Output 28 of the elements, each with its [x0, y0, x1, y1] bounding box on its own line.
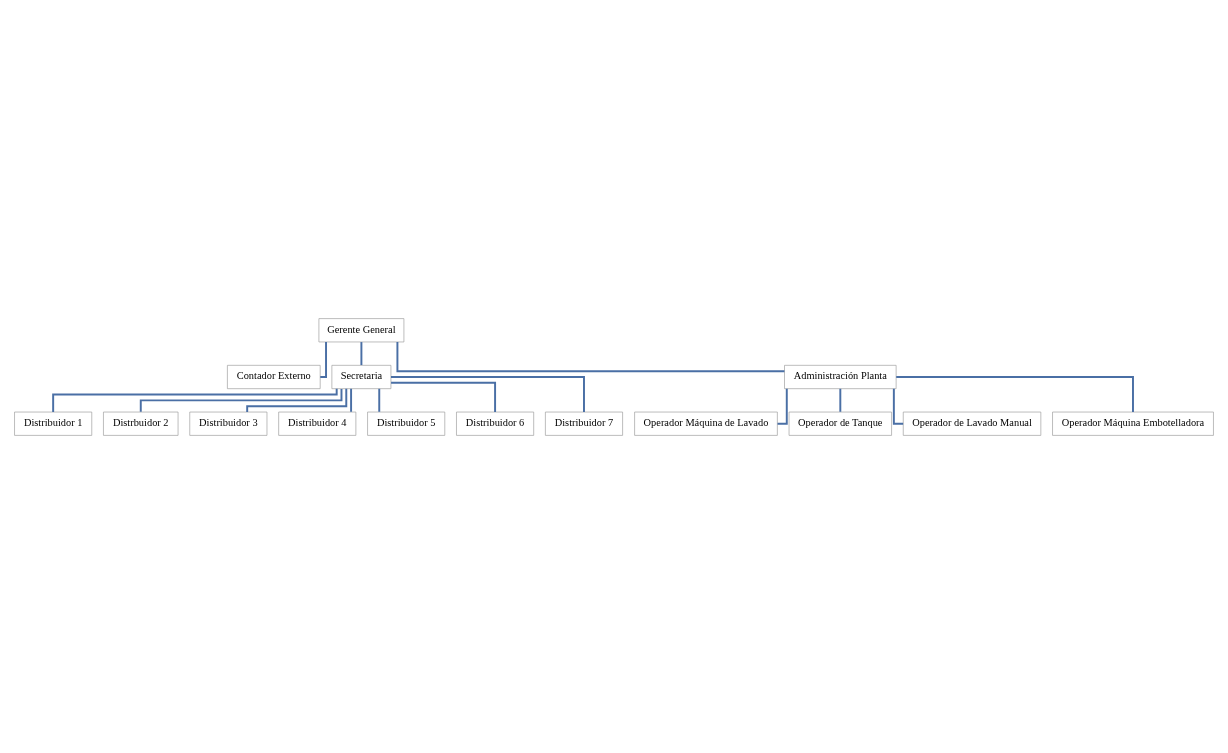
node-box: Operador Máquina Embotelladora	[1052, 411, 1214, 436]
node-box: Distribuidor 6	[456, 411, 534, 436]
connector	[246, 387, 348, 413]
connector	[319, 340, 327, 378]
connector	[360, 340, 363, 366]
node-box: Operador de Lavado Manual	[902, 411, 1042, 436]
node-box: Distribuidor 7	[545, 411, 623, 436]
node-box: Distribuidor 1	[14, 411, 93, 436]
node-box: Contador Externo	[227, 364, 321, 389]
node-box: Gerente General	[318, 317, 405, 342]
connector	[390, 381, 497, 413]
connector	[892, 387, 905, 425]
connector	[776, 387, 788, 425]
node-box: Operador de Tanque	[788, 411, 892, 436]
node-box: Operador Máquina de Lavado	[634, 411, 778, 436]
node-box: Distrbuidor 2	[103, 411, 179, 436]
connector	[839, 387, 842, 413]
node-box: Distribuidor 3	[189, 411, 268, 436]
connector	[378, 387, 381, 413]
node-box: Distribuidor 5	[367, 411, 446, 436]
node-box: Distribuidor 4	[278, 411, 357, 436]
node-box: Administración Planta	[784, 364, 897, 389]
connector	[390, 375, 585, 413]
connector	[350, 387, 353, 413]
connector	[895, 375, 1134, 413]
connector	[139, 387, 343, 413]
connector	[396, 340, 786, 372]
node-box: Secretaria	[331, 364, 392, 389]
